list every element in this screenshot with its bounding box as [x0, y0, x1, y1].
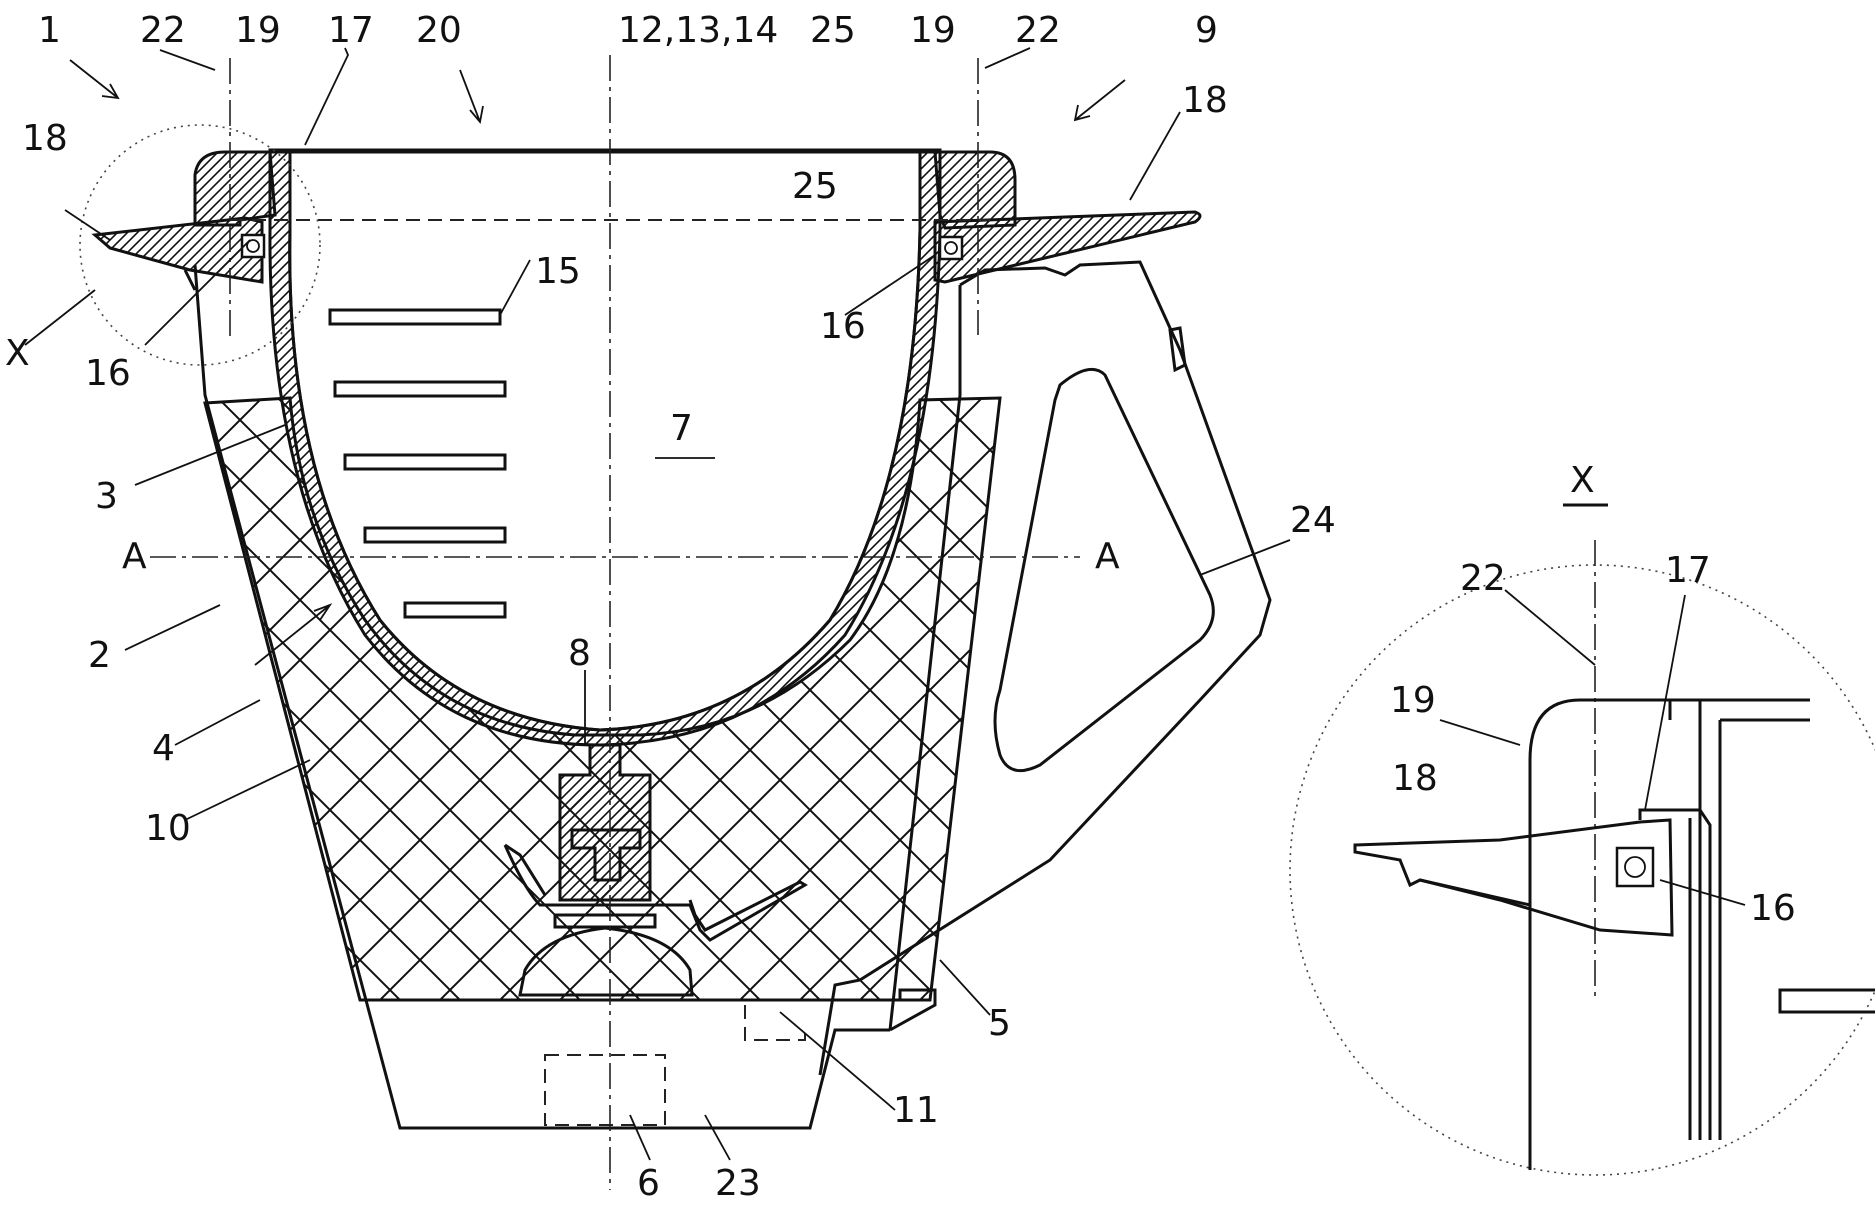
sensor-left	[240, 233, 266, 259]
detail-circle	[1289, 564, 1875, 1176]
label-16-right: 16	[820, 306, 866, 347]
detail-title: X	[1570, 460, 1595, 501]
label-a-left: A	[122, 536, 147, 577]
label-12-13-14: 12,13,14	[618, 10, 778, 51]
detail-label-22: 22	[1460, 558, 1506, 599]
scale-mark-2	[333, 380, 507, 398]
main-labels: 1 22 19 17 20 12,13,14 25 19 22 9 18 18 …	[5, 10, 1336, 1204]
label-4: 4	[152, 728, 175, 769]
label-8: 8	[568, 633, 591, 674]
label-11: 11	[893, 1090, 939, 1131]
handle-opening	[993, 367, 1215, 773]
base-compartment-11	[744, 1005, 806, 1041]
label-25: 25	[810, 10, 856, 51]
label-19-left: 19	[235, 10, 281, 51]
detail-label-19: 19	[1390, 680, 1436, 721]
sensor-right	[938, 235, 964, 261]
label-22-right: 22	[1015, 10, 1061, 51]
motor-dome	[518, 926, 694, 997]
label-18-left: 18	[22, 118, 68, 159]
label-24: 24	[1290, 500, 1336, 541]
handle-latch	[1168, 326, 1187, 373]
label-6: 6	[637, 1163, 660, 1202]
detail-view-x: X 22 17 19 18 16	[1289, 460, 1875, 1176]
label-15: 15	[535, 251, 581, 292]
outer-housing	[193, 264, 890, 1130]
label-25-value: 25	[792, 166, 838, 207]
label-9: 9	[1195, 10, 1218, 51]
label-a-right: A	[1095, 536, 1120, 577]
arm-right	[933, 210, 1202, 284]
detail-marker-circle	[79, 124, 321, 366]
label-16-left: 16	[85, 353, 131, 394]
base-top	[360, 988, 937, 1032]
scale-mark-5	[403, 601, 507, 619]
arm-left	[91, 216, 264, 284]
detail-label-16: 16	[1750, 888, 1796, 929]
label-7: 7	[670, 408, 693, 449]
seal-ring-left	[193, 150, 277, 227]
detail-label-18: 18	[1392, 758, 1438, 799]
label-22-left: 22	[140, 10, 186, 51]
main-view	[24, 47, 1291, 1190]
label-20: 20	[416, 10, 462, 51]
detail-label-17: 17	[1665, 550, 1711, 591]
scale-mark-3	[343, 453, 507, 471]
motor-6	[544, 1054, 666, 1126]
label-10: 10	[145, 808, 191, 849]
label-18-right: 18	[1182, 80, 1228, 121]
pot-wall	[268, 148, 942, 747]
label-17-left: 17	[328, 10, 374, 51]
blade	[503, 844, 808, 942]
label-x-marker: X	[5, 333, 30, 374]
label-1: 1	[38, 10, 61, 51]
label-23: 23	[715, 1163, 761, 1202]
label-2: 2	[88, 635, 111, 676]
label-5: 5	[988, 1003, 1011, 1044]
scale-mark-4	[363, 526, 507, 544]
coupling	[558, 743, 652, 902]
seal-ring-right	[933, 150, 1017, 230]
detail-sensor	[1615, 846, 1655, 888]
scale-mark-1	[328, 308, 502, 326]
label-3: 3	[95, 476, 118, 517]
label-19-right: 19	[910, 10, 956, 51]
